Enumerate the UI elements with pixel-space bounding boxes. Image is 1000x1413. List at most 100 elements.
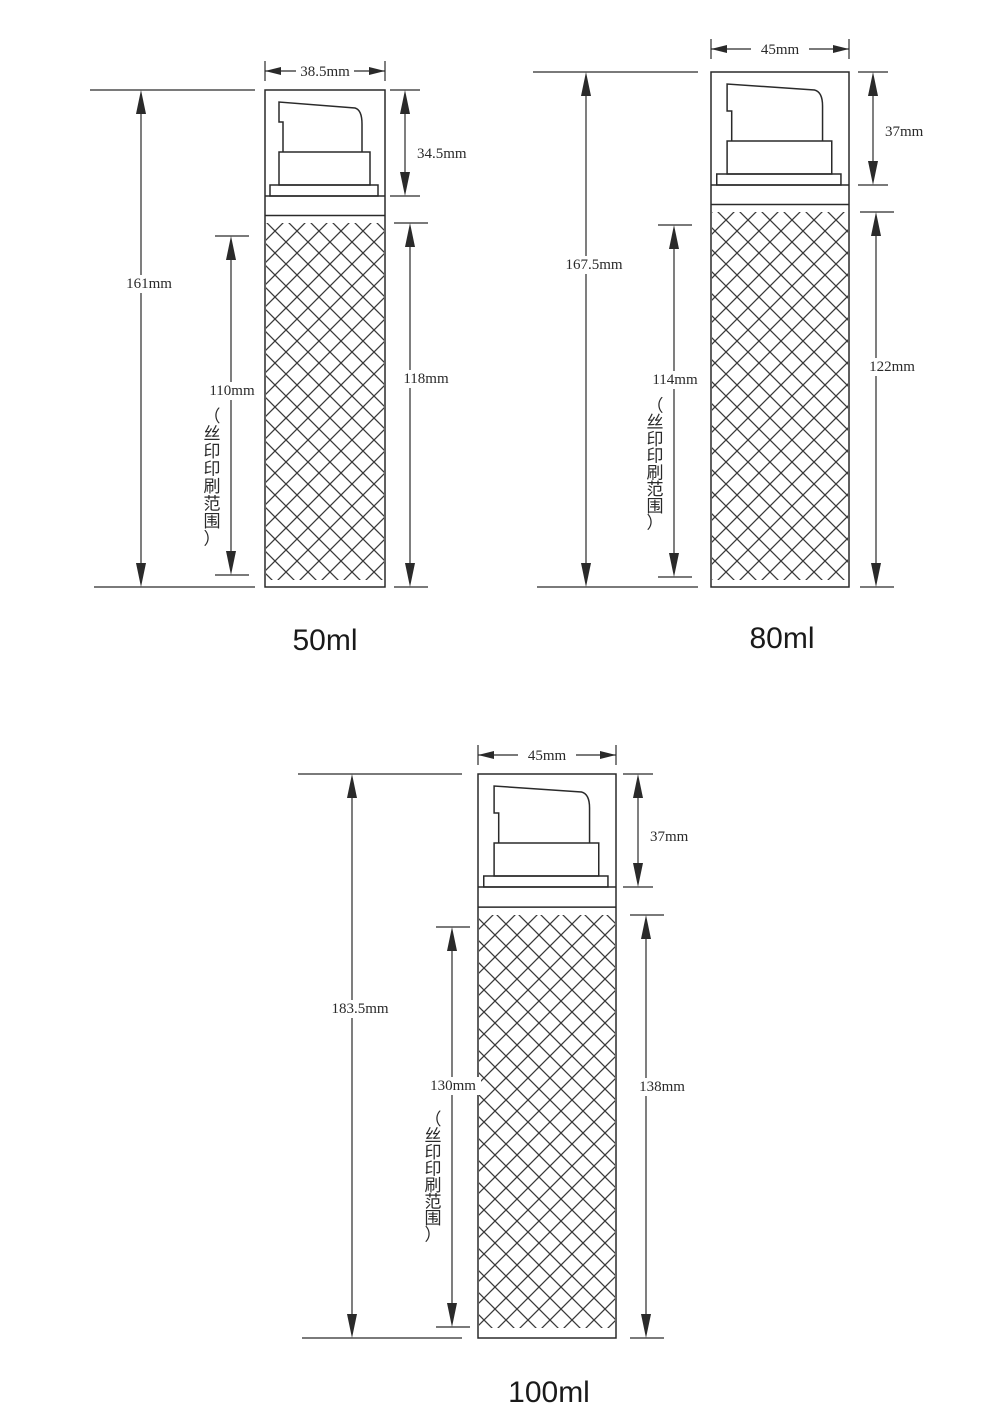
arrowhead-down bbox=[347, 1314, 357, 1338]
label-background bbox=[751, 41, 809, 59]
print-height-label: 110mm bbox=[209, 383, 255, 399]
note-char: 印 bbox=[647, 430, 664, 450]
note-background bbox=[645, 394, 665, 536]
arrowhead-right bbox=[833, 45, 849, 53]
arrowhead-down bbox=[581, 563, 591, 587]
label-background bbox=[114, 275, 184, 293]
total-height-label: 167.5mm bbox=[565, 257, 622, 273]
note-char: 刷 bbox=[647, 463, 664, 483]
body-height-label: 122mm bbox=[869, 359, 915, 375]
arrowhead-right bbox=[369, 67, 385, 75]
arrowhead-up bbox=[868, 72, 878, 96]
bottle-caption: 100ml bbox=[508, 1376, 590, 1409]
cap-height-label: 37mm bbox=[650, 829, 689, 845]
note-background bbox=[423, 1108, 443, 1248]
note-char: （ bbox=[425, 1110, 442, 1130]
arrowhead-down bbox=[447, 1303, 457, 1327]
bottle-outline bbox=[710, 71, 850, 588]
pump-base bbox=[716, 173, 842, 186]
note-char: 丝 bbox=[204, 425, 221, 445]
note-char: 印 bbox=[204, 442, 221, 462]
print-area-note: （丝印印刷范围） bbox=[647, 396, 664, 533]
label-background bbox=[425, 1077, 481, 1095]
width-label: 45mm bbox=[761, 42, 800, 58]
note-char: 印 bbox=[647, 447, 664, 467]
pump-collar bbox=[493, 842, 600, 877]
pump-head bbox=[483, 785, 609, 888]
arrowhead-up bbox=[581, 72, 591, 96]
cap-height-label: 34.5mm bbox=[417, 146, 467, 162]
label-background bbox=[647, 371, 703, 389]
label-background bbox=[396, 370, 456, 388]
arrowhead-down bbox=[633, 863, 643, 887]
arrowhead-down bbox=[868, 161, 878, 185]
bottle-outline bbox=[264, 89, 386, 588]
arrowhead-left bbox=[265, 67, 281, 75]
arrowhead-down bbox=[226, 551, 236, 575]
width-label: 45mm bbox=[528, 748, 567, 764]
arrowhead-left bbox=[478, 751, 494, 759]
arrowhead-up bbox=[347, 774, 357, 798]
print-area-note: （丝印印刷范围） bbox=[204, 407, 221, 550]
note-char: 围 bbox=[425, 1209, 442, 1229]
arrowhead-up bbox=[447, 927, 457, 951]
arrowhead-left bbox=[711, 45, 727, 53]
body-height-label: 118mm bbox=[403, 371, 449, 387]
note-char: 围 bbox=[647, 497, 664, 517]
note-char: （ bbox=[647, 396, 664, 416]
arrowhead-down bbox=[136, 563, 146, 587]
pump-nozzle bbox=[278, 101, 363, 152]
arrowhead-right bbox=[600, 751, 616, 759]
note-background bbox=[202, 404, 222, 552]
crosshatch-print-area bbox=[479, 915, 615, 1328]
note-char: 印 bbox=[425, 1143, 442, 1163]
print-area-note: （丝印印刷范围） bbox=[425, 1110, 442, 1246]
note-char: 印 bbox=[425, 1160, 442, 1180]
label-background bbox=[204, 382, 260, 400]
label-background bbox=[632, 1078, 692, 1096]
label-background bbox=[325, 1000, 395, 1018]
pump-base bbox=[269, 184, 379, 197]
width-label: 38.5mm bbox=[300, 64, 350, 80]
note-char: 刷 bbox=[425, 1176, 442, 1196]
arrowhead-up bbox=[400, 90, 410, 114]
arrowhead-up bbox=[633, 774, 643, 798]
pump-collar bbox=[726, 140, 833, 175]
total-height-label: 161mm bbox=[126, 276, 172, 292]
note-char: ） bbox=[204, 530, 221, 550]
label-background bbox=[559, 256, 629, 274]
cap-height-label: 37mm bbox=[885, 124, 924, 140]
arrowhead-down bbox=[641, 1314, 651, 1338]
pump-base bbox=[483, 875, 609, 888]
arrowhead-up bbox=[226, 236, 236, 260]
arrowhead-up bbox=[641, 915, 651, 939]
bottle-caption: 50ml bbox=[292, 624, 357, 657]
arrowhead-down bbox=[405, 563, 415, 587]
pump-nozzle bbox=[726, 83, 824, 141]
note-char: ） bbox=[425, 1226, 442, 1246]
note-char: ） bbox=[647, 514, 664, 534]
note-char: 丝 bbox=[425, 1127, 442, 1147]
crosshatch-print-area bbox=[712, 212, 848, 580]
note-char: 范 bbox=[647, 480, 664, 500]
note-char: （ bbox=[204, 407, 221, 427]
arrowhead-down bbox=[871, 563, 881, 587]
arrowhead-down bbox=[669, 553, 679, 577]
pump-head bbox=[716, 83, 842, 186]
bottle-caption: 80ml bbox=[749, 622, 814, 655]
pump-nozzle bbox=[493, 785, 591, 843]
bottle-outline bbox=[477, 773, 617, 1339]
pump-head bbox=[269, 101, 379, 197]
pump-collar bbox=[278, 151, 371, 186]
note-char: 刷 bbox=[204, 477, 221, 497]
note-char: 印 bbox=[204, 460, 221, 480]
note-char: 丝 bbox=[647, 413, 664, 433]
arrowhead-up bbox=[871, 212, 881, 236]
label-background bbox=[296, 63, 354, 81]
note-char: 围 bbox=[204, 512, 221, 532]
arrowhead-up bbox=[136, 90, 146, 114]
label-background bbox=[518, 747, 576, 765]
print-height-label: 114mm bbox=[652, 372, 698, 388]
arrowhead-down bbox=[400, 172, 410, 196]
